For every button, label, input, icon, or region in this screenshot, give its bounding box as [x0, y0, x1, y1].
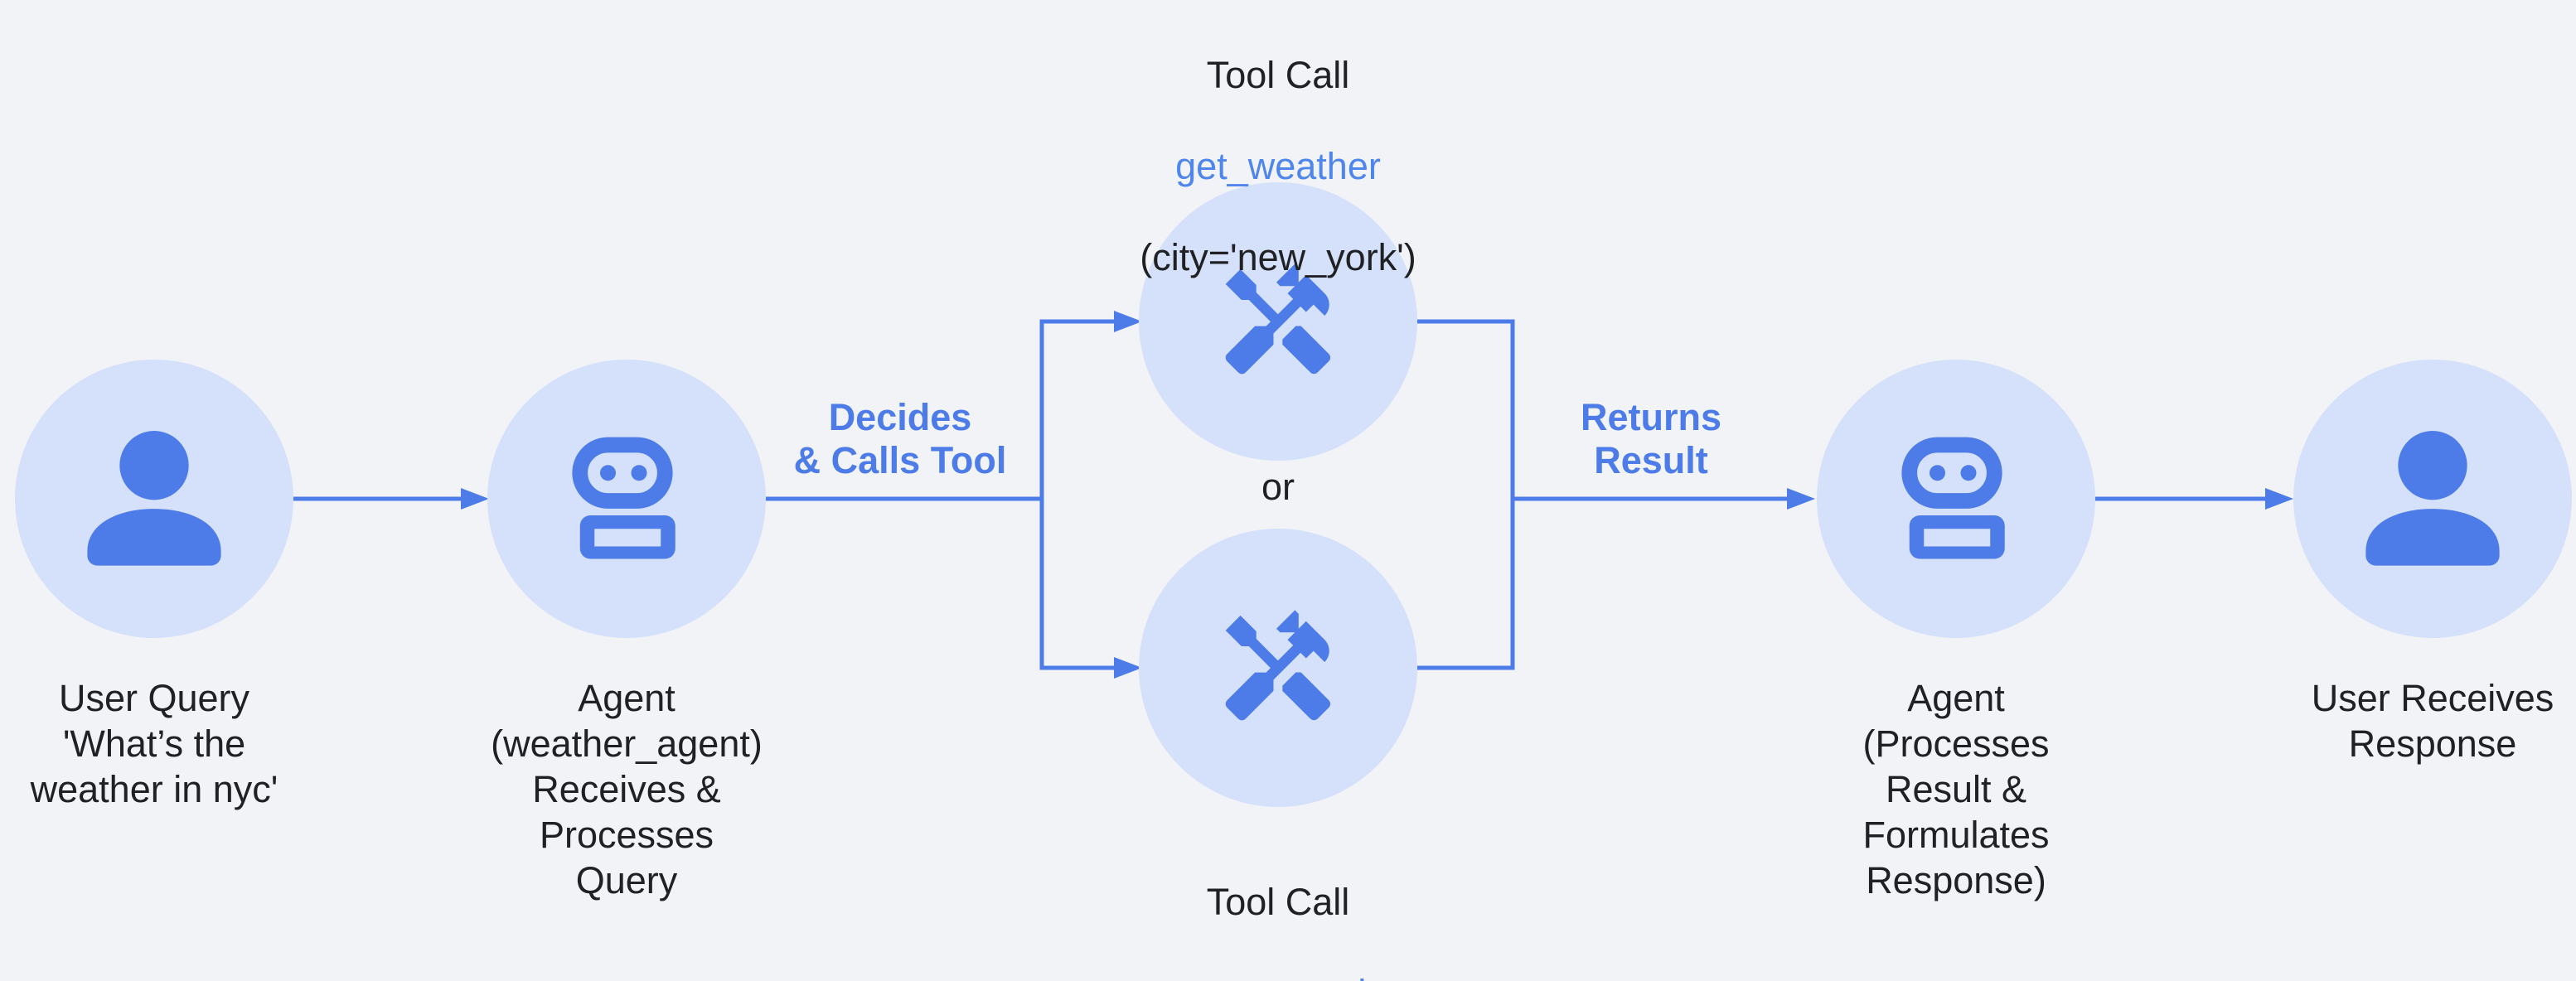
arrow-branch-to-tool-top	[1042, 311, 1142, 332]
tool-top-title: Tool Call	[1206, 54, 1350, 96]
robot-icon	[1901, 437, 2005, 559]
arrow-user-to-agent	[293, 488, 489, 510]
edge-label-decides: Decides & Calls Tool	[793, 396, 1007, 481]
user-icon	[87, 431, 221, 566]
edge-label-returns: Returns Result	[1580, 396, 1722, 481]
user-right-label: User Receives Response	[2311, 677, 2554, 765]
tool-bottom-title: Tool Call	[1206, 881, 1350, 923]
edge-agent-to-branch	[766, 319, 1044, 670]
node-agent-right	[1817, 360, 2095, 638]
tool-top-func-name: get_weather	[1175, 145, 1381, 187]
user-left-label: User Query 'What’s the weather in nyc'	[30, 677, 278, 810]
tool-bottom-func-name: get_current_time	[1079, 970, 1477, 981]
arrow-agent-to-user	[2095, 488, 2293, 510]
arrow-merge-to-agent	[1513, 488, 1815, 510]
tools-icon	[1225, 263, 1331, 375]
node-tool-bottom	[1139, 529, 1417, 807]
tool-bottom-label: Tool Call get_current_time	[1079, 834, 1477, 981]
node-user-right	[2293, 360, 2572, 638]
tool-top-args: (city='new_york')	[1140, 236, 1416, 278]
agent-left-label: Agent (weather_agent) Receives & Process…	[491, 677, 763, 901]
user-icon	[2365, 431, 2500, 566]
edge-tools-to-merge	[1417, 319, 1515, 670]
robot-icon	[572, 437, 675, 559]
agent-right-label: Agent (Processes Result & Formulates Res…	[1862, 677, 2050, 901]
node-user-left	[15, 360, 293, 638]
arrow-branch-to-tool-bottom	[1042, 657, 1142, 679]
node-agent-left	[487, 360, 766, 638]
node-tool-top	[1139, 182, 1417, 461]
tools-icon	[1225, 610, 1331, 721]
tool-top-label: Tool Call get_weather (city='new_york')	[1079, 7, 1477, 326]
or-label: or	[1261, 466, 1295, 508]
